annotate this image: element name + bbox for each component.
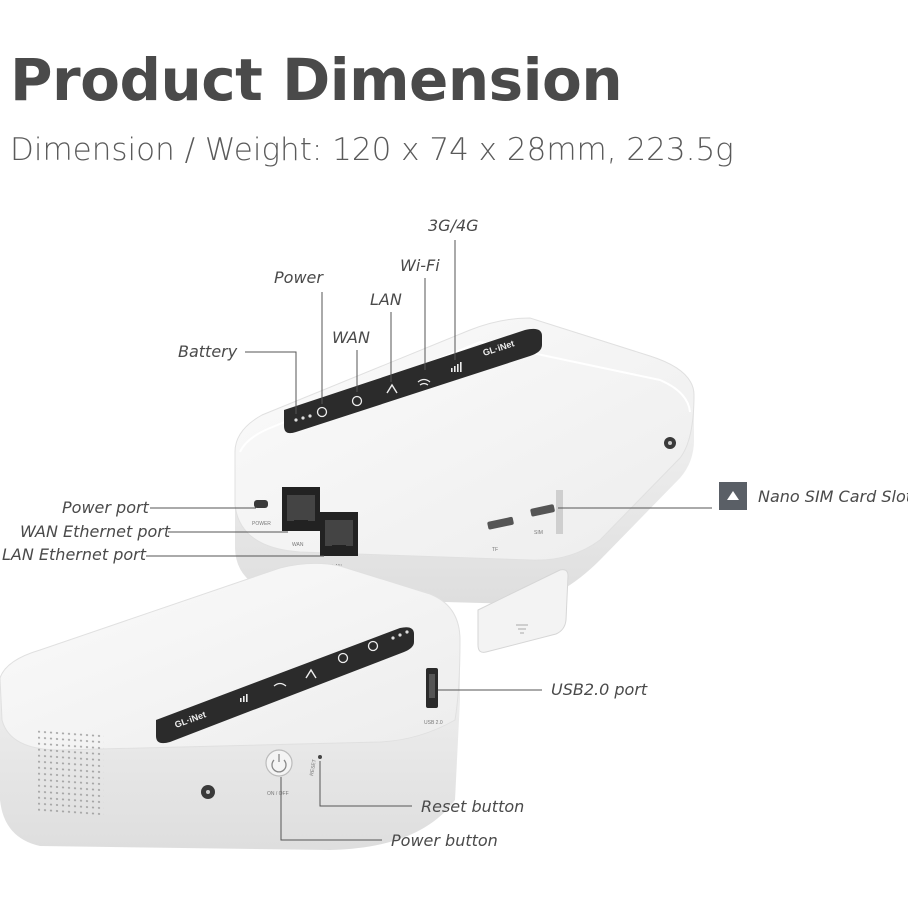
wan-led-icon bbox=[351, 395, 363, 407]
lower-device: GL·iNet ON / OFF RESET USB 2.0 bbox=[0, 562, 461, 850]
callout-usb-port: USB2.0 port bbox=[551, 680, 648, 699]
upper-led-panel bbox=[284, 328, 542, 434]
svg-text:POWER: POWER bbox=[252, 521, 271, 527]
battery-led bbox=[294, 418, 298, 422]
dimension-weight-subtitle: Dimension / Weight: 120 x 74 x 28mm, 223… bbox=[10, 132, 734, 168]
callout-nano-sim-card-slot: Nano SIM Card Slot bbox=[758, 487, 908, 506]
upper-device: GL·iNet POWER WAN LAN TF SIM bbox=[234, 317, 695, 604]
callout-power-button: Power button bbox=[391, 831, 498, 850]
signal-led-icon bbox=[451, 362, 462, 372]
callout-wifi: Wi-Fi bbox=[400, 256, 440, 275]
svg-text:USB 2.0: USB 2.0 bbox=[424, 720, 443, 726]
tf-card-slot bbox=[487, 516, 514, 530]
leader-lines bbox=[146, 240, 712, 841]
sim-card-slot bbox=[530, 504, 555, 517]
callout-3g-4g: 3G/4G bbox=[428, 216, 479, 235]
svg-text:TF: TF bbox=[492, 547, 498, 553]
callout-power-port: Power port bbox=[62, 498, 149, 517]
reset-pinhole bbox=[318, 755, 322, 759]
callout-battery: Battery bbox=[178, 342, 238, 361]
upper-device-top-bevel bbox=[239, 340, 691, 453]
callout-reset-button: Reset button bbox=[421, 797, 525, 816]
callout-wan-ethernet-port: WAN Ethernet port bbox=[20, 522, 171, 541]
callout-lan-ethernet-port: LAN Ethernet port bbox=[2, 545, 146, 564]
callout-wan: WAN bbox=[332, 328, 370, 347]
sim-slot-triangle-icon bbox=[719, 482, 747, 510]
page-title: Product Dimension bbox=[10, 46, 623, 114]
wifi-led-icon bbox=[417, 378, 431, 386]
lan-led-icon bbox=[386, 383, 398, 394]
svg-text:SIM: SIM bbox=[534, 530, 543, 536]
slot-cover bbox=[477, 569, 569, 653]
svg-text:ON / OFF: ON / OFF bbox=[267, 791, 289, 797]
power-port-hole bbox=[254, 500, 268, 508]
callout-lan: LAN bbox=[370, 290, 402, 309]
svg-text:RESET: RESET bbox=[309, 759, 318, 776]
power-button-graphic bbox=[265, 749, 293, 777]
vent-grille bbox=[38, 727, 104, 819]
svg-text:WAN: WAN bbox=[292, 542, 304, 548]
callout-power: Power bbox=[274, 268, 323, 287]
power-led-icon bbox=[316, 406, 328, 418]
upper-device-top bbox=[234, 317, 695, 561]
